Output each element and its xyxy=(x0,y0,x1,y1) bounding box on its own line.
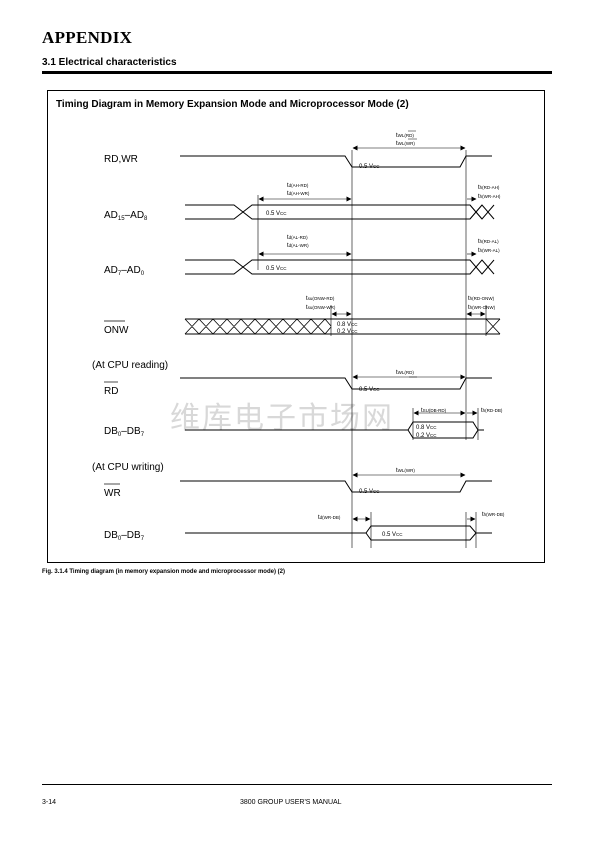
timing-th-rd-db: th(RD-DB) xyxy=(481,408,503,414)
timing-th-rd-onw: th(RD-ONW) xyxy=(468,296,495,302)
timing-twl-rd: tWL(RD) xyxy=(396,133,414,139)
label-db-read: DB0–DB7 xyxy=(104,426,145,438)
onw-waveform xyxy=(185,318,500,335)
timing-th-rd-ah: th(RD-AH) xyxy=(478,185,500,191)
level-rd-half: 0.5 VCC xyxy=(359,387,380,393)
timing-twl-wr-2: tWL(WR) xyxy=(396,468,415,474)
signal-labels: RD,WR AD15–AD8 AD7–AD0 ONW (At CPU readi… xyxy=(92,154,168,542)
waveforms xyxy=(180,155,500,541)
timing-th-wr-db: th(WR-DB) xyxy=(482,512,505,518)
timing-twl-rd-2: tWL(RD) xyxy=(396,370,414,376)
timing-th-wr-al: th(WR-AL) xyxy=(478,248,500,254)
diagram-title: Timing Diagram in Memory Expansion Mode … xyxy=(56,99,409,110)
timing-td-ah-rd: td(AH-RD) xyxy=(287,183,309,189)
level-onw-high: 0.8 VCC xyxy=(337,322,358,328)
timing-td-wr-db: td(WR-DB) xyxy=(318,515,341,521)
figure-caption: Fig. 3.1.4 Timing diagram (in memory exp… xyxy=(42,569,285,575)
wr-waveform xyxy=(180,480,492,493)
timing-tsu-onw-wr: tsu(ONW-WR) xyxy=(306,305,336,311)
label-rd: RD xyxy=(104,386,118,397)
manual-title: 3800 GROUP USER'S MANUAL xyxy=(240,799,342,806)
label-reading: (At CPU reading) xyxy=(92,360,168,371)
label-rd-wr: RD,WR xyxy=(104,154,138,165)
timing-tsu-db-rd: tSU(DB-RD) xyxy=(421,408,447,414)
timing-td-ah-wr: td(AH-WR) xyxy=(287,191,310,197)
timing-td-al-rd: td(AL-RD) xyxy=(287,235,308,241)
timing-tsu-onw-rd: tsu(ONW-RD) xyxy=(306,296,335,302)
section-heading: 3.1 Electrical characteristics xyxy=(42,57,177,68)
label-writing: (At CPU writing) xyxy=(92,462,164,473)
level-ad-high-half: 0.5 VCC xyxy=(266,211,287,217)
db-read-waveform xyxy=(185,421,484,439)
footer-rule xyxy=(42,784,552,785)
label-ad-high: AD15–AD8 xyxy=(104,210,148,222)
level-rd-wr-half: 0.5 VCC xyxy=(359,164,380,170)
label-db-write: DB0–DB7 xyxy=(104,530,145,542)
timing-th-wr-onw: th(WR-ONW) xyxy=(468,305,496,311)
label-onw: ONW xyxy=(104,325,129,336)
reference-lines xyxy=(257,150,487,548)
timing-twl-wr: tWL(WR) xyxy=(396,141,415,147)
rd-waveform xyxy=(180,377,492,390)
level-labels: 0.5 VCC 0.5 VCC 0.5 VCC 0.8 VCC 0.2 VCC … xyxy=(266,164,437,538)
page-number: 3-14 xyxy=(42,799,57,806)
timing-arrows xyxy=(258,145,486,522)
level-ad-low-half: 0.5 VCC xyxy=(266,266,287,272)
level-onw-low: 0.2 VCC xyxy=(337,329,358,335)
appendix-heading: APPENDIX xyxy=(42,28,133,47)
onw-hatch xyxy=(184,318,501,335)
timing-labels: tWL(RD) tWL(WR) td(AH-RD) td(AH-WR) th(R… xyxy=(287,133,505,521)
timing-th-wr-ah: th(WR-AH) xyxy=(478,194,501,200)
header-rule xyxy=(42,71,552,74)
level-db-write-half: 0.5 VCC xyxy=(382,532,403,538)
level-db-read-low: 0.2 VCC xyxy=(416,433,437,439)
label-wr: WR xyxy=(104,488,121,499)
label-ad-low: AD7–AD0 xyxy=(104,265,145,277)
db-write-waveform xyxy=(185,525,492,541)
level-wr-half: 0.5 VCC xyxy=(359,489,380,495)
rd-wr-waveform xyxy=(180,155,492,168)
ad-high-waveform xyxy=(185,204,258,220)
timing-th-rd-al: th(RD-AL) xyxy=(478,239,499,245)
timing-overlines xyxy=(408,130,417,378)
level-db-read-high: 0.8 VCC xyxy=(416,425,437,431)
overlines xyxy=(104,320,125,485)
diagram-frame xyxy=(47,90,545,563)
timing-td-al-wr: td(AL-WR) xyxy=(287,243,309,249)
ad-low-waveform xyxy=(185,259,258,275)
